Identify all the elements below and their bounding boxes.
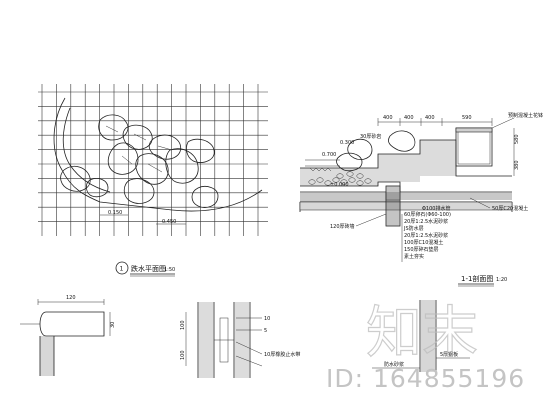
base-concrete — [300, 192, 400, 202]
elev-2: ±0.000 — [330, 182, 349, 188]
plan-view: 0.150 0.450 1 跌水平面图 1:50 — [38, 84, 268, 277]
right-label-0: 防水砂浆 — [384, 361, 404, 368]
coping-detail: 120 30 — [20, 295, 116, 376]
section-top-dim-1: 400 — [404, 115, 414, 121]
watermark-id: ID: 164855196 — [326, 364, 526, 393]
pebble — [346, 171, 354, 177]
callout-5: 100厚C10混凝土 — [404, 239, 443, 246]
section-top-dim-3: 590 — [462, 115, 472, 121]
rock-cluster — [60, 114, 219, 208]
pebble — [348, 177, 356, 183]
callout-6: 150厚碎石垫层 — [404, 246, 439, 253]
section-title: 1-1剖面图 — [461, 274, 493, 283]
coping-stone — [39, 311, 105, 337]
callout-10: 50厚C20混凝土 — [492, 205, 528, 212]
watermark-logo: 知末 — [366, 301, 478, 366]
section-scale: 1:20 — [496, 277, 507, 283]
callout-list: 30厚砂岩 60厚卵石(Φ60-100) 20厚1:2.5水泥砂浆 JS防水层 … — [330, 133, 528, 262]
wall-side-dim-0: 100 — [180, 320, 186, 330]
plan-dim-1: 0.450 — [162, 219, 176, 225]
callout-4: 20厚1:2.5水泥砂浆 — [404, 232, 448, 239]
wall-label-0: 10 — [264, 316, 270, 322]
elev-0: 0.700 — [322, 152, 336, 158]
section-top-dim-2: 400 — [425, 115, 435, 121]
pool-edge-inner — [62, 107, 111, 193]
pebble — [356, 173, 364, 179]
pebble — [356, 180, 364, 186]
pebble — [336, 173, 344, 179]
coping-dim-0: 120 — [66, 295, 76, 301]
section-side-dim-0: 580 — [514, 134, 520, 144]
pebble — [340, 179, 348, 185]
right-detail: 防水砂浆 5厚钢板 — [372, 300, 470, 372]
plan-title: 跌水平面图 — [131, 264, 166, 273]
plan-scale: 1:50 — [164, 267, 175, 273]
pebble — [316, 177, 324, 183]
callout-8: 120厚砖墙 — [330, 223, 355, 230]
callout-1: 60厚卵石(Φ60-100) — [404, 211, 451, 218]
wall-detail: 10 5 10厚橡胶止水带 100 100 — [180, 302, 300, 378]
callout-0: 30厚砂岩 — [360, 133, 381, 140]
pebble — [308, 179, 316, 185]
wall-label-1: 5 — [264, 328, 267, 334]
plan-grid — [38, 84, 268, 236]
planter-box — [455, 127, 493, 167]
plan-title-marker — [115, 261, 129, 275]
section-view: 400 400 400 590 预制混凝土花钵 580 380 — [299, 112, 543, 287]
callout-7: 素土夯实 — [404, 253, 424, 260]
plan-title-number: 1 — [120, 266, 124, 273]
pebble — [324, 180, 332, 186]
stepped-slabs — [299, 130, 513, 227]
callout-3: JS防水层 — [403, 225, 424, 232]
pool-edge-curve — [53, 97, 263, 212]
coping-dim-1: 30 — [110, 322, 116, 328]
section-side-dim-1: 380 — [514, 160, 520, 170]
pebble — [364, 178, 372, 184]
wall-label-2: 10厚橡胶止水带 — [264, 351, 300, 358]
wall-side-dim-1: 100 — [180, 350, 186, 360]
pebble — [332, 177, 340, 183]
plan-dim-0: 0.150 — [108, 210, 122, 216]
callout-2: 20厚1:2.5水泥砂浆 — [404, 218, 448, 225]
section-top-dim-0: 400 — [383, 115, 393, 121]
elev-1: 0.300 — [340, 140, 354, 146]
section-right-callout: 预制混凝土花钵 — [508, 112, 543, 119]
right-label-1: 5厚钢板 — [440, 351, 458, 358]
callout-9: Φ100排水管 — [422, 205, 450, 212]
pebbles — [308, 171, 372, 186]
